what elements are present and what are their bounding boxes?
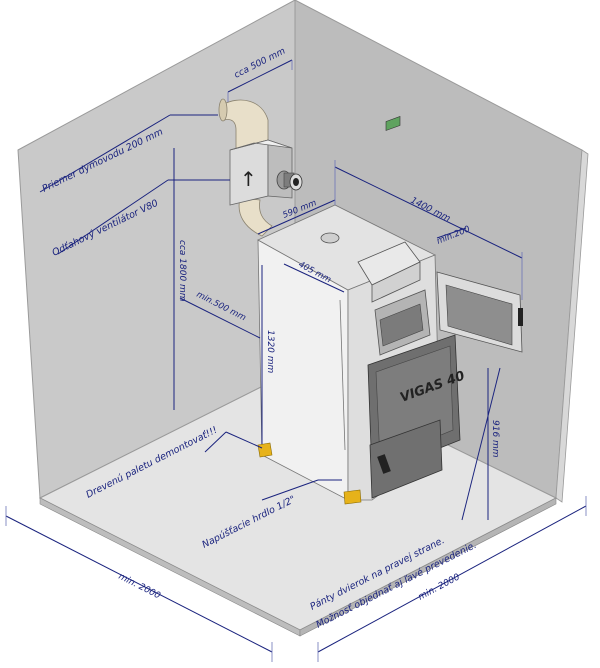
flue-pipe bbox=[218, 98, 273, 237]
pallet-pad-left bbox=[257, 442, 273, 458]
boiler: VIGAS 40 bbox=[257, 116, 523, 501]
dim-916: 916 mm bbox=[490, 420, 500, 458]
right-wall-edge bbox=[555, 149, 589, 503]
dim-min2000-left: min. 2000 bbox=[117, 572, 162, 602]
floor-edge-right bbox=[299, 497, 557, 637]
pallet-pad-right bbox=[343, 489, 362, 505]
arrow-up-icon: ↑ bbox=[240, 167, 257, 191]
dim-1320: 1320 mm bbox=[265, 330, 275, 374]
exhaust-fan: ↑ bbox=[229, 139, 303, 206]
dim-cca1800: cca 1800 mm bbox=[177, 240, 187, 302]
door-handle bbox=[377, 454, 391, 474]
display-screen bbox=[385, 116, 401, 131]
